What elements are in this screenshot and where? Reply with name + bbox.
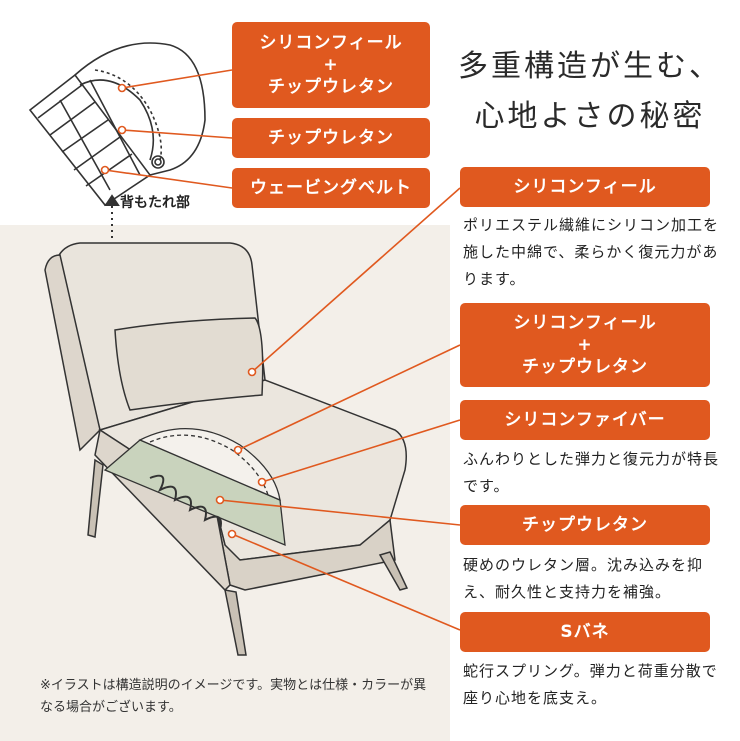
sofa-illustration: [44, 242, 409, 656]
seat-cutaway-illustration: [103, 427, 286, 547]
backrest-box1-plus: +: [323, 55, 339, 75]
disclaimer-note: ※イラストは構造説明のイメージです。実物とは仕様・カラーが異なる場合がございます…: [40, 678, 427, 715]
leader-dots: [100, 83, 267, 539]
layer-2-heading-line2: チップウレタン: [522, 357, 648, 377]
backrest-chip-urethane-box: チップウレタン: [232, 118, 430, 158]
title-line1: 多重構造が生む、: [458, 49, 722, 84]
layer-3-heading: シリコンファイバー: [504, 410, 666, 430]
layer-4-description: 硬めのウレタン層。沈み込みを抑え、耐久性と支持力を補強。: [463, 556, 704, 601]
layer-2-heading-plus: +: [577, 335, 593, 355]
layer-silicone-chip-heading: シリコンフィール + チップウレタン: [460, 303, 710, 387]
backrest-box3-label: ウェービングベルト: [250, 178, 412, 198]
layer-silicone-fiber-heading: シリコンファイバー: [460, 400, 710, 440]
backrest-box1-line2: チップウレタン: [268, 77, 394, 97]
backrest-box1-line1: シリコンフィール: [259, 33, 403, 53]
backrest-pointer-arrow: [104, 194, 120, 238]
layer-5-heading: Sバネ: [560, 622, 610, 642]
layer-4-heading: チップウレタン: [522, 515, 648, 535]
layer-1-description: ポリエステル繊維にシリコン加工を施した中綿で、柔らかく復元力があります。: [463, 216, 720, 288]
layer-chip-urethane-heading: チップウレタン: [460, 505, 710, 545]
backrest-label: 背もたれ部: [120, 195, 190, 211]
backrest-box2-label: チップウレタン: [268, 128, 394, 148]
page-title: 多重構造が生む、 心地よさの秘密: [455, 42, 725, 142]
layer-2-heading-line1: シリコンフィール: [513, 313, 657, 333]
backrest-cutaway-illustration: [28, 42, 206, 207]
layer-1-heading: シリコンフィール: [513, 177, 657, 197]
backrest-webbing-belt-box: ウェービングベルト: [232, 168, 430, 208]
title-line2: 心地よさの秘密: [474, 99, 706, 134]
layer-s-spring-heading: Sバネ: [460, 612, 710, 652]
layer-silicone-fill-heading: シリコンフィール: [460, 167, 710, 207]
layer-5-description: 蛇行スプリング。弾力と荷重分散で座り心地を底支え。: [463, 662, 718, 707]
backrest-silicone-chip-box: シリコンフィール + チップウレタン: [232, 22, 430, 108]
leader-lines: [104, 69, 461, 631]
layer-3-description: ふんわりとした弾力と復元力が特長です。: [463, 450, 720, 495]
